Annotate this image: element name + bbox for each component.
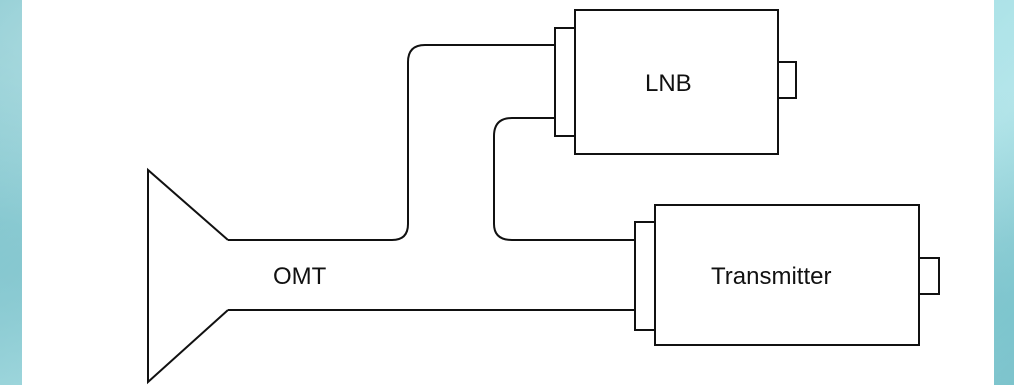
transmitter-flange [634,221,656,331]
lnb-label: LNB [645,70,692,97]
lnb-body [574,9,779,155]
waveguide-omt-to-lnb [228,44,555,241]
transmitter-body [654,204,920,346]
transmitter-output-connector [918,257,940,295]
lnb-block: LNB [554,9,797,155]
omt-label: OMT [273,263,327,290]
lnb-flange [554,27,576,137]
omt-horn-upper-flare [147,167,229,385]
omt-horn [147,167,229,385]
transmitter-block: Transmitter [634,204,940,346]
transmitter-label: Transmitter [711,263,831,290]
lnb-output-connector [777,61,797,99]
waveguide-lnb-to-transmitter [493,117,635,241]
